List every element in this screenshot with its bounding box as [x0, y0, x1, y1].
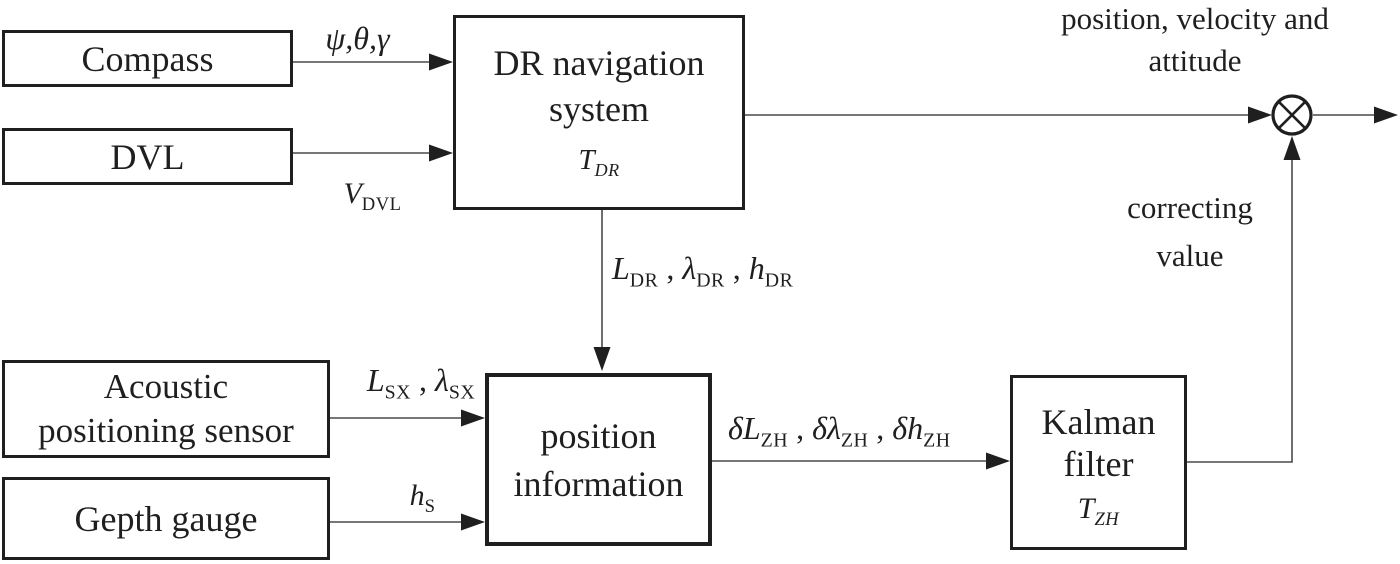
arrowhead-icon: [986, 452, 1010, 470]
wire-dr-to-junction: [745, 106, 1272, 124]
kalman-period-label: TZH: [1077, 491, 1120, 530]
dr-navigation-label-line1: DR navigation: [493, 43, 705, 83]
wire-depth-to-position-info: [330, 513, 485, 531]
dr-navigation-system-block: DR navigation system TDR: [453, 15, 745, 210]
acoustic-label-line2: positioning sensor: [38, 411, 294, 450]
arrowhead-icon: [461, 513, 485, 531]
compass-label: Compass: [81, 38, 214, 79]
dvl-block: DVL: [2, 128, 293, 185]
depth-gauge-block: Gepth gauge: [2, 477, 330, 560]
kalman-label-line1: Kalman: [1041, 401, 1156, 442]
output-annotation-line2: attitude: [1148, 43, 1242, 78]
signal-label-attitude-angles: ψ,θ,γ: [325, 20, 390, 56]
wire-kalman-to-junction: [1187, 136, 1301, 463]
correcting-annotation-line1: correcting: [1127, 190, 1253, 225]
wire-dr-to-position-info: [593, 210, 611, 371]
dvl-label: DVL: [110, 136, 185, 177]
arrowhead-icon: [461, 409, 485, 427]
arrowhead-icon: [1248, 106, 1272, 124]
dr-period-label: TDR: [578, 144, 620, 180]
arrowhead-icon: [1374, 106, 1398, 124]
wire-junction-to-output: [1313, 106, 1398, 124]
acoustic-label-line1: Acoustic: [103, 367, 229, 406]
position-info-label-line1: position: [540, 415, 657, 456]
signal-label-position-error: δLZH , δλZH , δhZH: [728, 410, 951, 452]
correction-junction-icon: [1271, 94, 1313, 136]
arrowhead-icon: [593, 347, 611, 371]
wire-position-info-to-kalman: [712, 452, 1010, 470]
acoustic-positioning-sensor-block: Acoustic positioning sensor: [2, 360, 330, 458]
compass-block: Compass: [2, 30, 293, 87]
signal-label-depth: hS: [409, 479, 436, 517]
arrowhead-icon: [429, 53, 453, 71]
position-info-label-line2: information: [513, 463, 684, 504]
arrowhead-icon: [429, 144, 453, 162]
wire-dvl-to-dr: [293, 144, 453, 162]
kalman-label-line2: filter: [1063, 443, 1134, 484]
signal-label-dvl-velocity: VDVL: [343, 177, 402, 215]
correcting-value-annotation: correcting value: [1105, 184, 1275, 280]
kalman-filter-block: Kalman filter TZH: [1010, 375, 1187, 550]
signal-label-dr-position: LDR , λDR , hDR: [612, 250, 794, 292]
output-annotation-line1: position, velocity and: [1061, 1, 1329, 36]
dr-navigation-label-line2: system: [548, 89, 649, 129]
correcting-annotation-line2: value: [1156, 238, 1224, 273]
wire-acoustic-to-position-info: [330, 409, 485, 427]
signal-label-acoustic-position: LSX , λSX: [366, 362, 476, 404]
wire-compass-to-dr: [293, 53, 453, 71]
position-information-block: position information: [485, 373, 712, 546]
depth-gauge-label: Gepth gauge: [74, 498, 258, 539]
arrowhead-icon: [1283, 136, 1301, 160]
output-annotation: position, velocity and attitude: [1005, 0, 1385, 82]
